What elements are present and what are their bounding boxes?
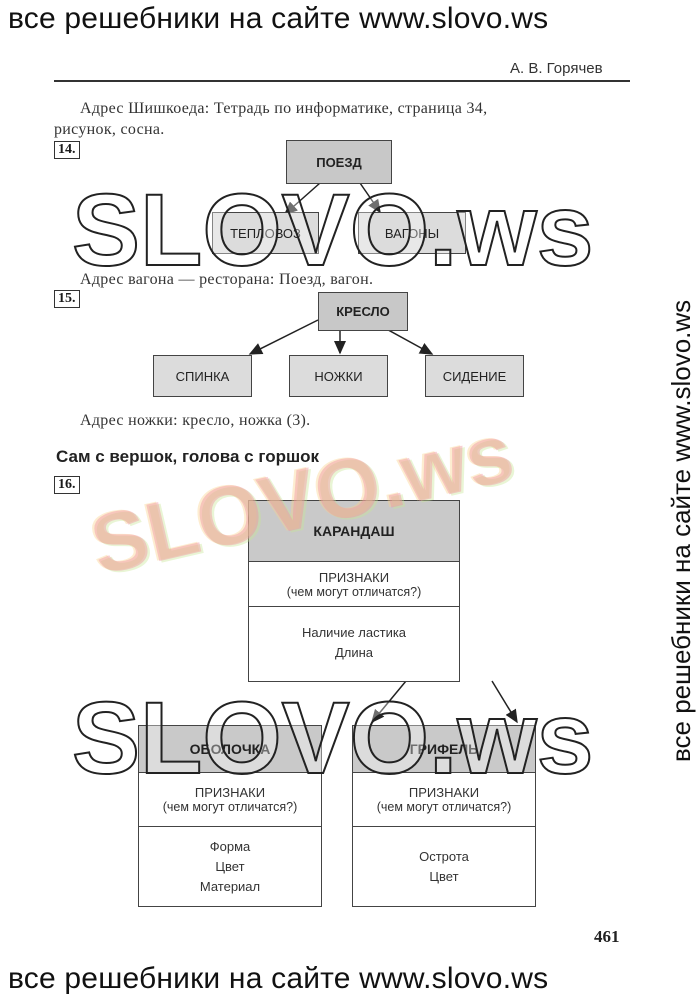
riddle-heading: Сам с вершок, голова с горшок: [56, 447, 320, 466]
page-number: 461: [594, 927, 620, 946]
task-16-number: 16.: [54, 476, 80, 494]
card-karandash: КАРАНДАШ ПРИЗНАКИ (чем могут отличатся?)…: [248, 500, 460, 682]
card-obolochka-features: ПРИЗНАКИ (чем могут отличатся?): [139, 773, 321, 827]
card-karandash-title: КАРАНДАШ: [249, 501, 459, 562]
card-grifel-features-sub: (чем могут отличатся?): [376, 800, 512, 814]
card-karandash-value-1: Наличие ластика: [301, 625, 407, 640]
card-obolochka-features-label: ПРИЗНАКИ: [194, 785, 266, 800]
card-obolochka-value-1: Форма: [209, 839, 251, 854]
card-obolochka-features-sub: (чем могут отличатся?): [162, 800, 298, 814]
watermark-outline-bottom: SLOVO.ws: [71, 680, 594, 796]
card-obolochka: ОБОЛОЧКА ПРИЗНАКИ (чем могут отличатся?)…: [138, 725, 322, 907]
arrow-karandash-grifel: [491, 680, 518, 724]
card-obolochka-value-3: Материал: [199, 879, 261, 894]
author-header: А. В. Горячев: [510, 60, 603, 77]
card-obolochka-values: Форма Цвет Материал: [139, 827, 321, 907]
card-grifel-features-label: ПРИЗНАКИ: [408, 785, 480, 800]
card-obolochka-value-2: Цвет: [215, 859, 245, 874]
node-vagony: ВАГОНЫ: [358, 212, 466, 254]
card-karandash-features-sub: (чем могут отличатся?): [286, 584, 422, 599]
card-grifel-title: ГРИФЕЛЬ: [353, 726, 535, 773]
card-grifel-values: Острота Цвет: [353, 827, 535, 907]
card-grifel-value-1: Острота: [419, 849, 469, 864]
node-teplovoz: ТЕПЛОВОЗ: [212, 212, 319, 254]
node-spinka: СПИНКА: [153, 355, 252, 397]
node-kreslo: КРЕСЛО: [318, 292, 408, 331]
card-grifel-value-2: Цвет: [429, 869, 459, 884]
arrow-poezd-vagony: [359, 182, 381, 214]
node-sidenie: СИДЕНИЕ: [425, 355, 524, 397]
card-obolochka-title: ОБОЛОЧКА: [139, 726, 321, 773]
task14-answer: Адрес вагона — ресторана: Поезд, вагон.: [80, 271, 374, 288]
node-poezd: ПОЕЗД: [286, 140, 392, 184]
card-karandash-value-2: Длина: [334, 645, 374, 660]
task-14-number: 14.: [54, 141, 80, 159]
card-grifel: ГРИФЕЛЬ ПРИЗНАКИ (чем могут отличатся?) …: [352, 725, 536, 907]
task13-answer-line2: рисунок, сосна.: [54, 121, 165, 138]
arrow-poezd-teplovoz: [283, 182, 321, 215]
task-15-number: 15.: [54, 290, 80, 308]
card-karandash-features: ПРИЗНАКИ (чем могут отличатся?): [249, 562, 459, 607]
top-banner: все решебники на сайте www.slovo.ws: [8, 2, 549, 35]
task15-answer: Адрес ножки: кресло, ножка (3).: [80, 412, 311, 429]
watermark-outline-top: SLOVO.ws: [71, 172, 594, 288]
arrow-kreslo-spinka: [248, 319, 319, 355]
bottom-banner: все решебники на сайте www.slovo.ws: [8, 962, 549, 995]
card-grifel-features: ПРИЗНАКИ (чем могут отличатся?): [353, 773, 535, 827]
arrow-karandash-obolochka: [371, 680, 407, 724]
card-karandash-features-label: ПРИЗНАКИ: [318, 569, 390, 585]
header-rule: [54, 80, 630, 82]
card-karandash-values: Наличие ластика Длина: [249, 607, 459, 679]
node-nozhki: НОЖКИ: [289, 355, 388, 397]
task13-answer-line1: Адрес Шишкоеда: Тетрадь по информатике, …: [80, 100, 488, 117]
